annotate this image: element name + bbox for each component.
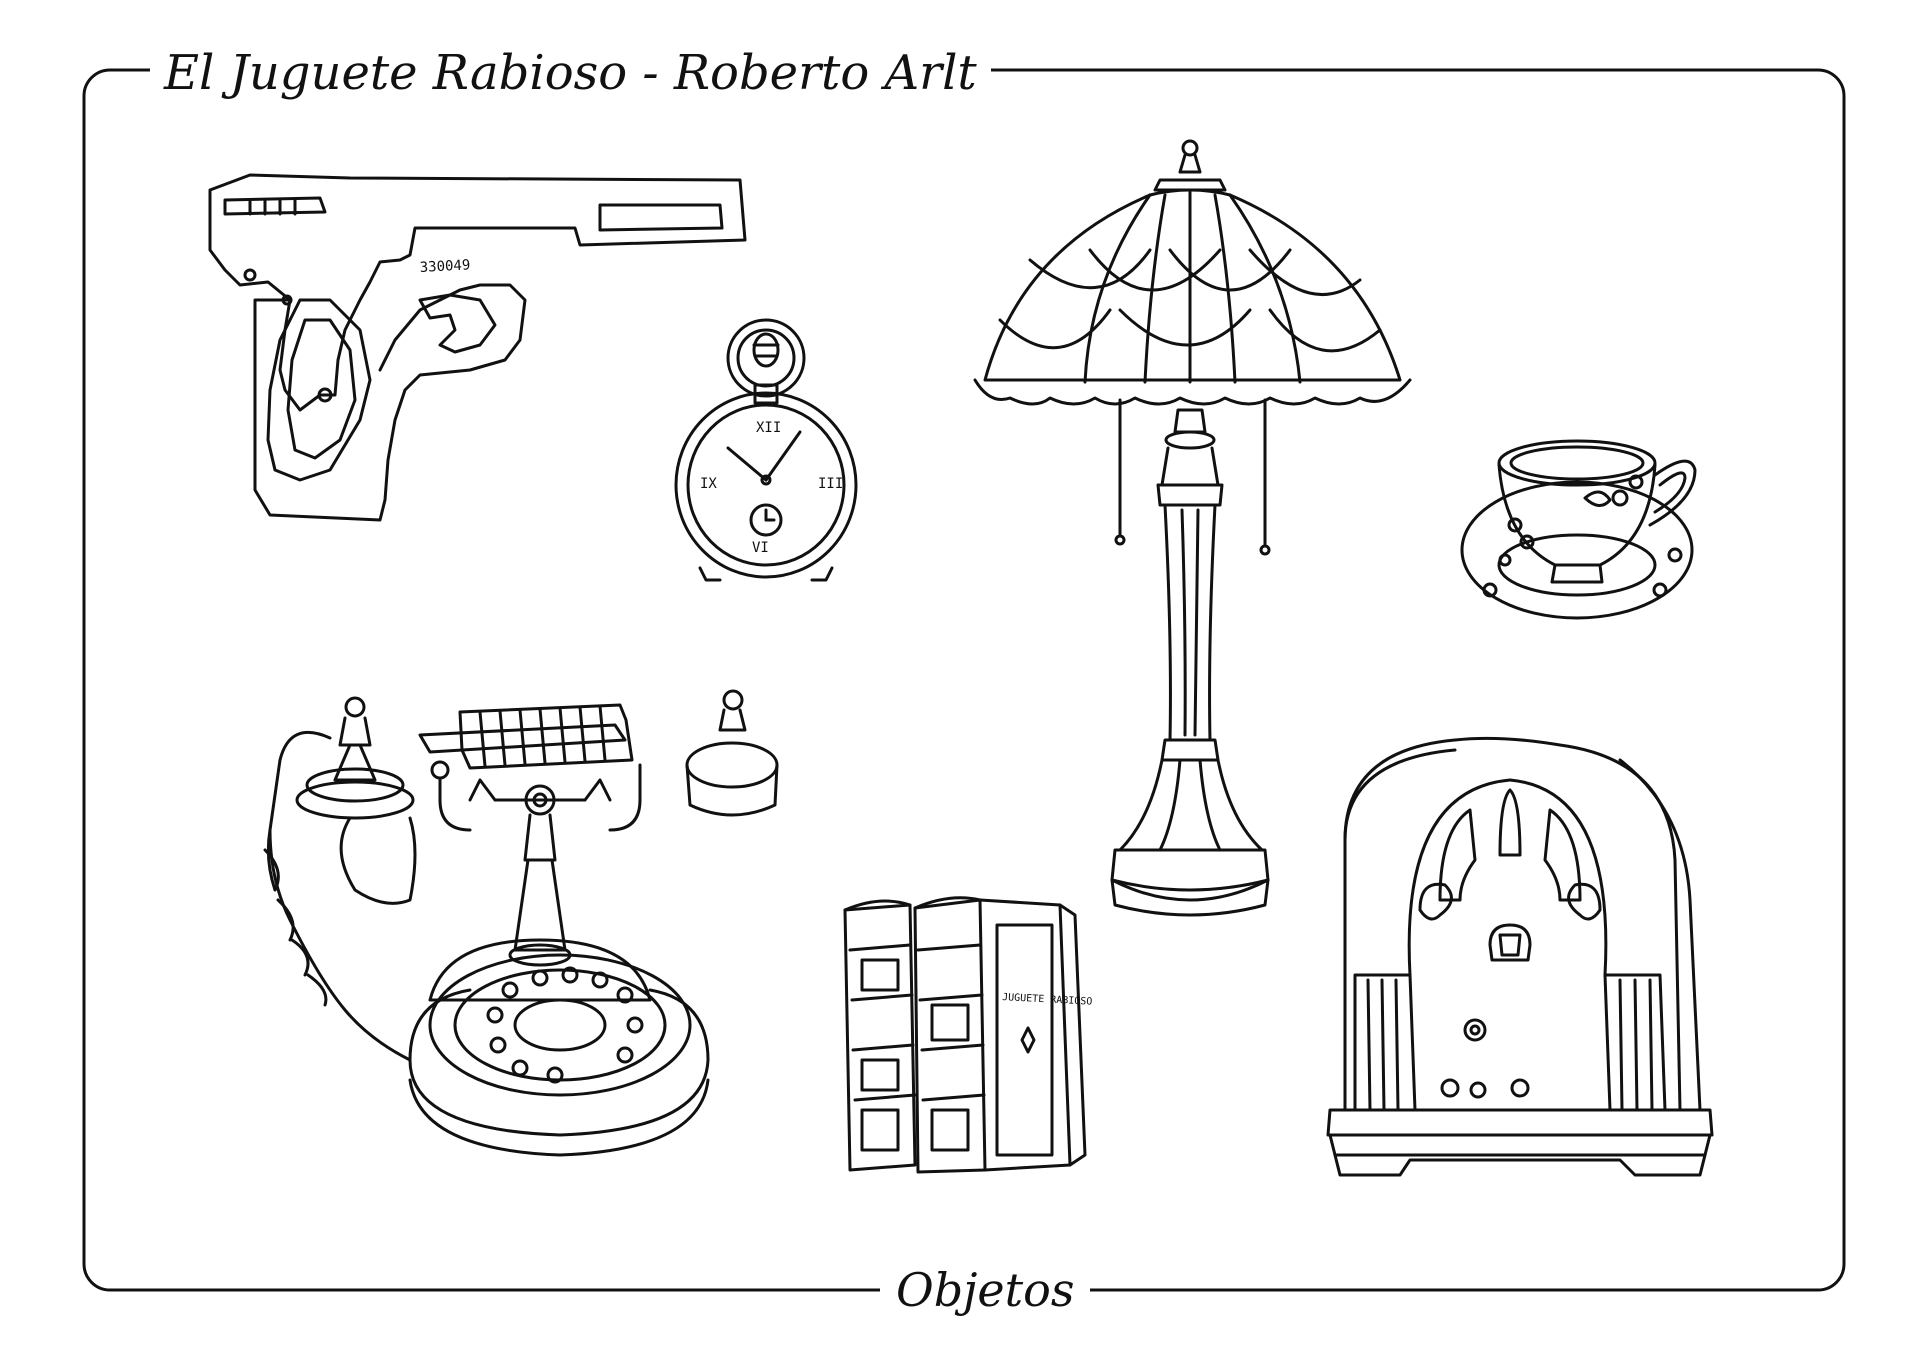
watch-numeral-6: VI xyxy=(752,540,769,556)
pocket-watch-icon: XII III VI IX xyxy=(674,318,858,582)
lamp-icon xyxy=(973,139,1412,917)
telephone-icon xyxy=(263,689,779,1157)
watch-numeral-3: III xyxy=(818,476,843,492)
radio-icon xyxy=(1326,736,1714,1177)
page-title: El Juguete Rabioso - Roberto Arlt xyxy=(150,38,991,108)
pistol-serial: 330049 xyxy=(419,257,470,276)
watch-numeral-12: XII xyxy=(756,420,781,436)
book-cover-title: JUGUETE RABIOSO xyxy=(1002,992,1093,1008)
pistol-icon: 330049 xyxy=(208,173,747,522)
teacup-icon xyxy=(1460,439,1697,620)
page-caption: Objetos xyxy=(880,1255,1091,1325)
page-frame xyxy=(82,68,1846,1292)
watch-numeral-9: IX xyxy=(700,476,717,492)
books-icon: JUGUETE RABIOSO xyxy=(843,896,1093,1174)
